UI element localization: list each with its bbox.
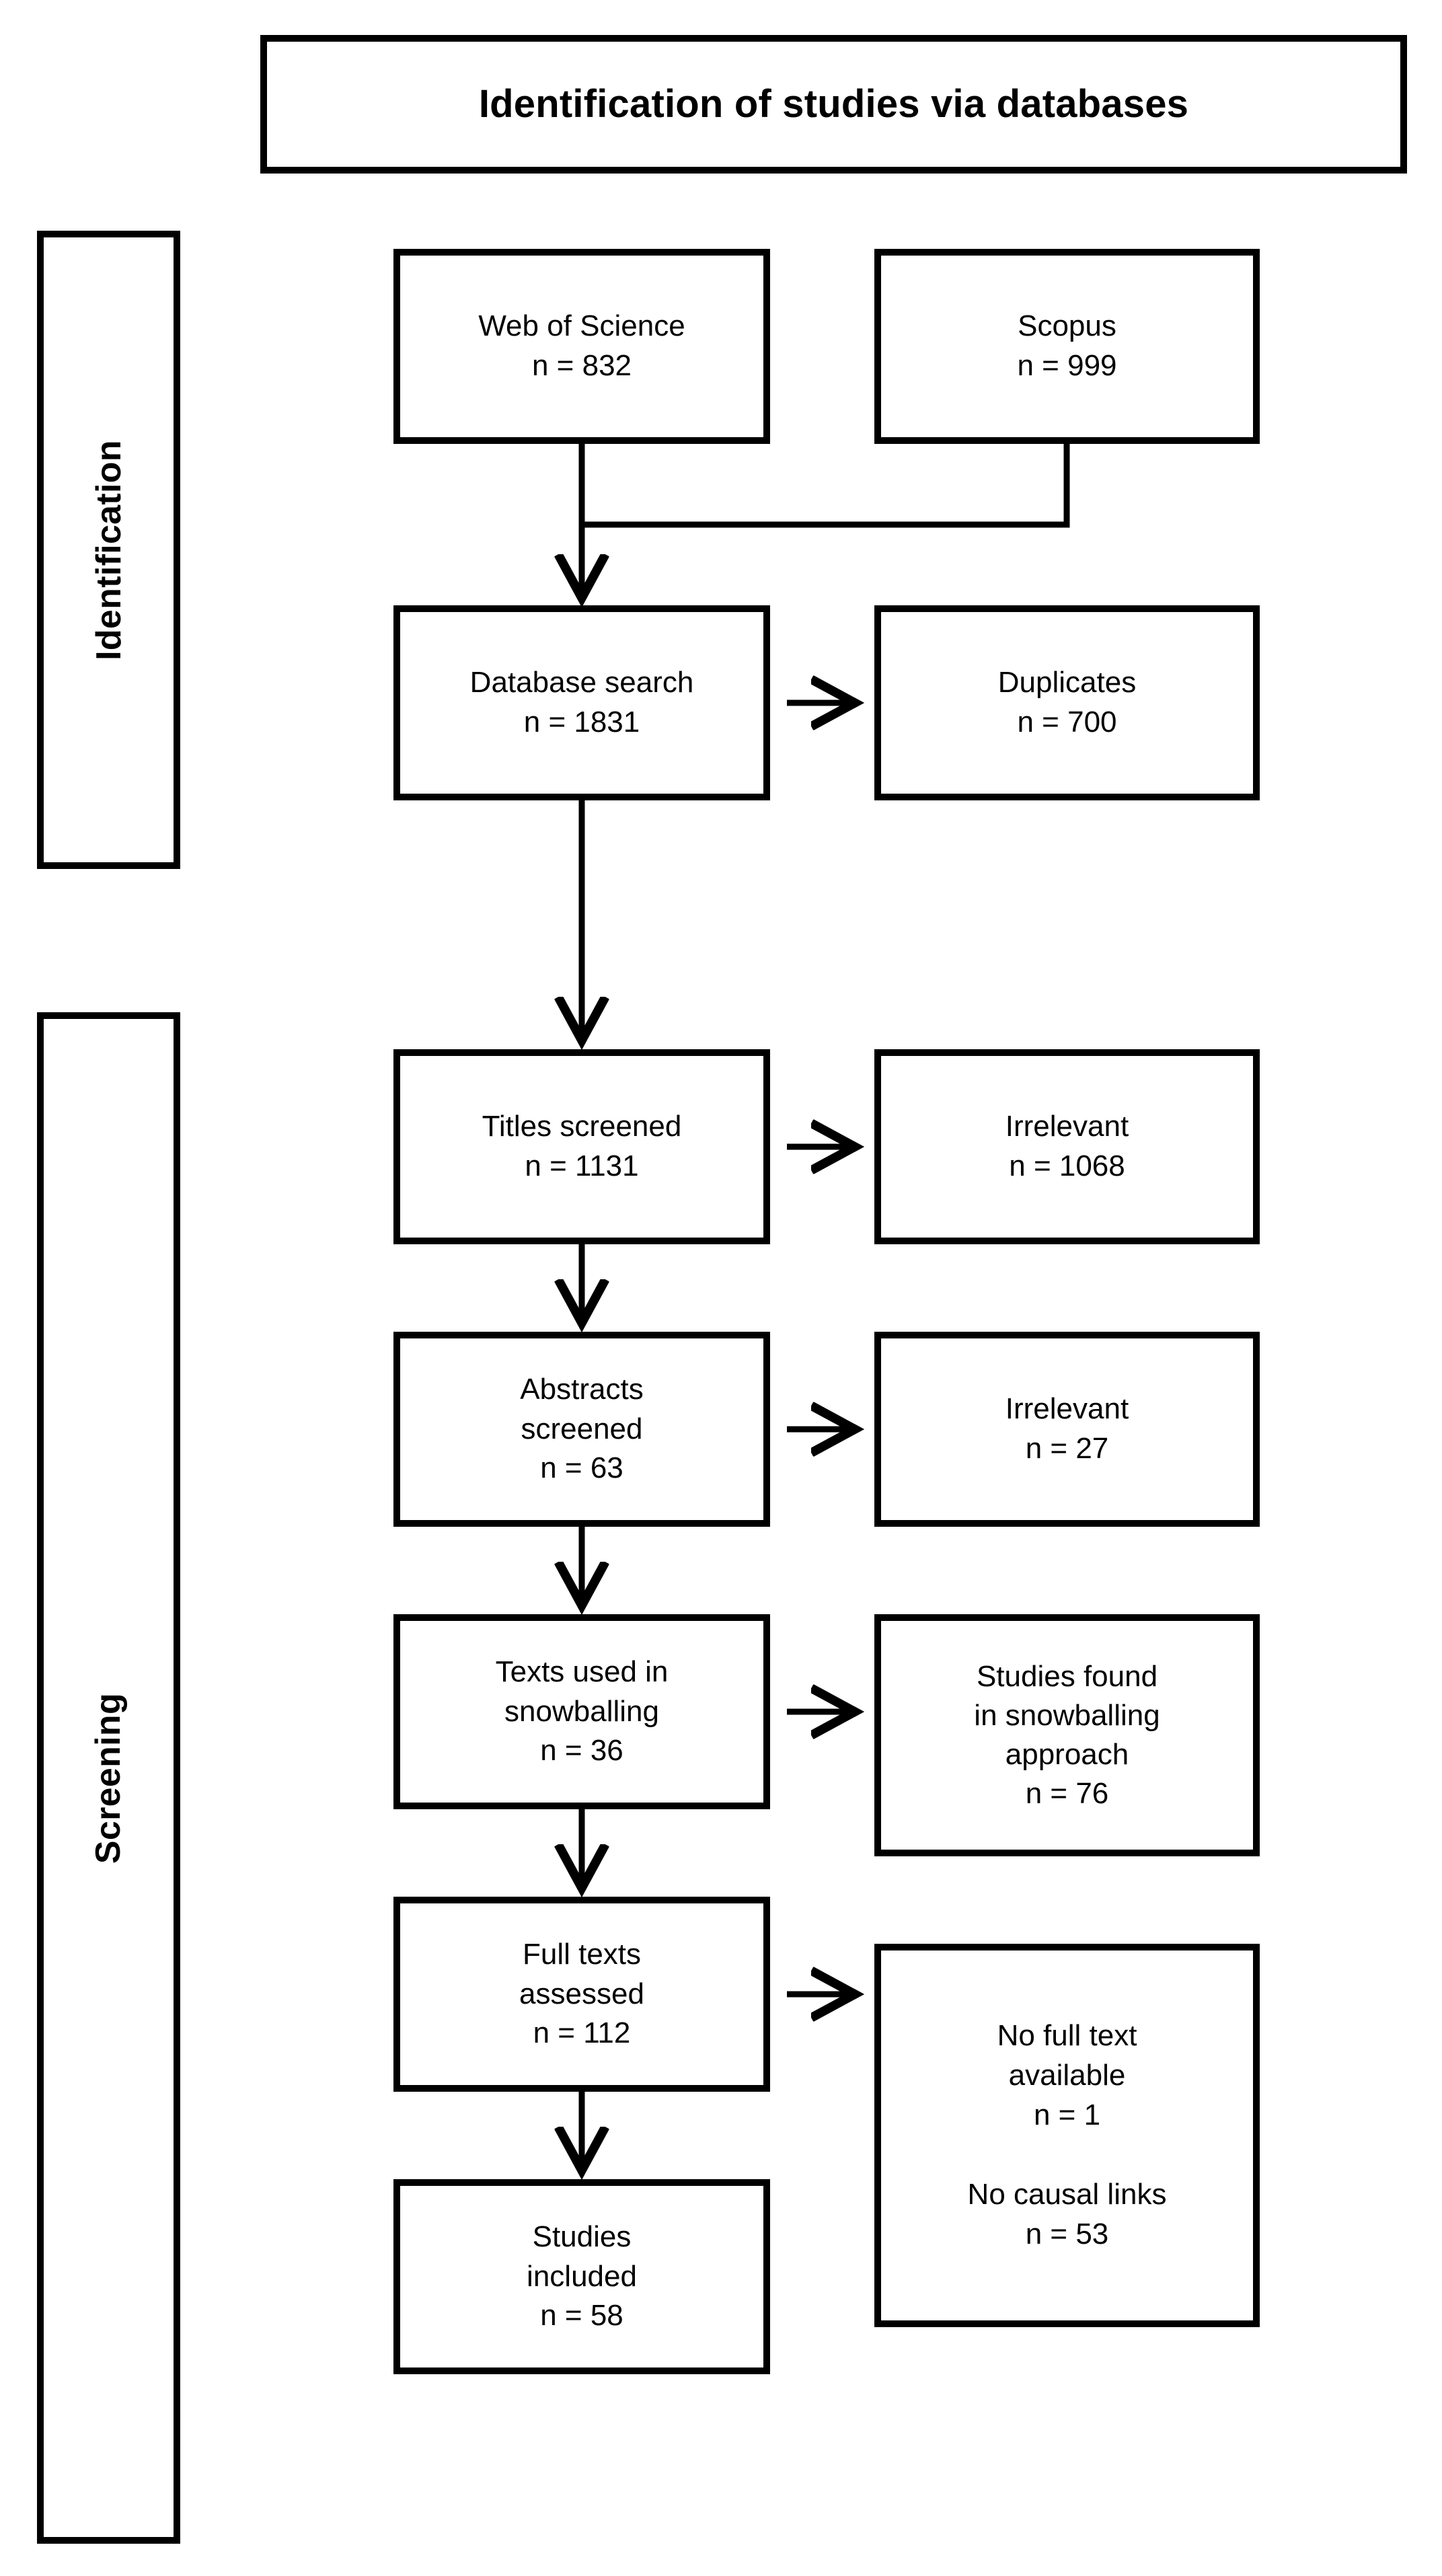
- node-scopus-text: Scopus n = 999: [1017, 309, 1117, 382]
- node-full-texts-assessed-text: Full texts assessed n = 112: [519, 1937, 644, 2050]
- node-web-of-science-text: Web of Science n = 832: [478, 309, 685, 382]
- connector-scopus-merge: [582, 444, 1070, 528]
- node-database-search: Database search n = 1831: [393, 605, 770, 800]
- node-web-of-science: Web of Science n = 832: [393, 249, 770, 444]
- page-title: Identification of studies via databases: [478, 82, 1189, 126]
- node-abstracts-screened-text: Abstracts screened n = 63: [520, 1372, 644, 1485]
- phase-label-screening: Screening: [37, 1012, 180, 2544]
- node-irrelevant-abstracts-text: Irrelevant n = 27: [1005, 1392, 1129, 1465]
- node-duplicates: Duplicates n = 700: [874, 605, 1260, 800]
- node-full-texts-assessed: Full texts assessed n = 112: [393, 1897, 770, 2092]
- node-snowballing-texts-text: Texts used in snowballing n = 36: [495, 1655, 669, 1768]
- node-exclusions: No full text available n = 1 No causal l…: [874, 1944, 1260, 2327]
- diagram-title-banner: Identification of studies via databases: [260, 35, 1407, 174]
- node-duplicates-text: Duplicates n = 700: [997, 666, 1137, 738]
- phase-label-identification: Identification: [37, 231, 180, 869]
- node-snowballing-found: Studies found in snowballing approach n …: [874, 1614, 1260, 1856]
- phase-screening-label: Screening: [89, 1692, 128, 1864]
- node-irrelevant-abstracts: Irrelevant n = 27: [874, 1332, 1260, 1527]
- phase-identification-label: Identification: [89, 439, 128, 660]
- node-studies-included: Studies included n = 58: [393, 2179, 770, 2374]
- node-snowballing-found-text: Studies found in snowballing approach n …: [974, 1659, 1160, 1811]
- node-exclusions-text: No full text available n = 1 No causal l…: [967, 2019, 1167, 2250]
- node-irrelevant-titles: Irrelevant n = 1068: [874, 1049, 1260, 1244]
- node-studies-included-text: Studies included n = 58: [527, 2220, 637, 2333]
- node-database-search-text: Database search n = 1831: [469, 666, 694, 738]
- node-titles-screened: Titles screened n = 1131: [393, 1049, 770, 1244]
- node-abstracts-screened: Abstracts screened n = 63: [393, 1332, 770, 1527]
- node-snowballing-texts: Texts used in snowballing n = 36: [393, 1614, 770, 1809]
- node-irrelevant-titles-text: Irrelevant n = 1068: [1005, 1110, 1129, 1182]
- node-scopus: Scopus n = 999: [874, 249, 1260, 444]
- node-titles-screened-text: Titles screened n = 1131: [482, 1110, 682, 1182]
